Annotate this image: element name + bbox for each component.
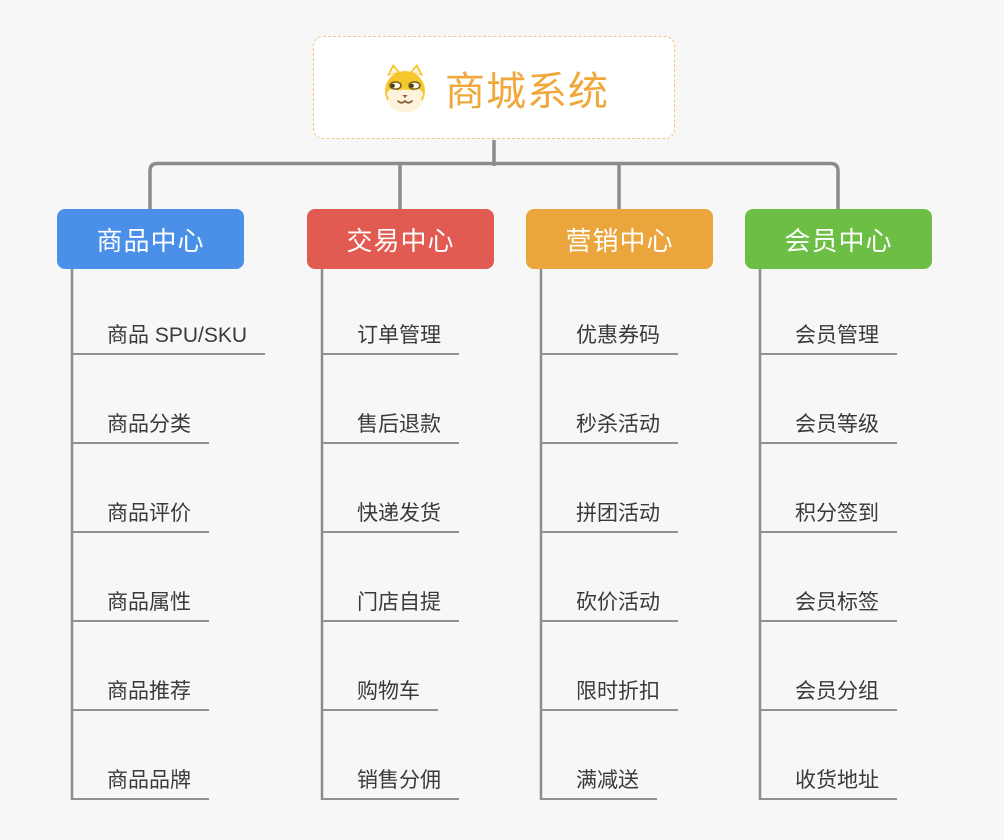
child-node[interactable]: 商品评价	[72, 497, 209, 533]
child-node[interactable]: 砍价活动	[541, 586, 678, 622]
branch-member-center[interactable]: 会员中心	[745, 209, 932, 269]
child-node[interactable]: 售后退款	[322, 408, 459, 444]
branch-marketing-center[interactable]: 营销中心	[526, 209, 713, 269]
child-node[interactable]: 会员标签	[760, 586, 897, 622]
child-node[interactable]: 门店自提	[322, 586, 459, 622]
child-node[interactable]: 商品推荐	[72, 675, 209, 711]
child-node[interactable]: 商品属性	[72, 586, 209, 622]
child-node[interactable]: 收货地址	[760, 764, 897, 800]
root-node[interactable]: 商城系统	[313, 36, 675, 139]
branch-product-center[interactable]: 商品中心	[57, 209, 244, 269]
child-node[interactable]: 商品 SPU/SKU	[72, 319, 266, 355]
child-node[interactable]: 积分签到	[760, 497, 897, 533]
shiba-dog-icon	[385, 63, 425, 112]
child-node[interactable]: 快递发货	[322, 497, 459, 533]
child-node[interactable]: 订单管理	[322, 319, 459, 355]
branch-trade-center[interactable]: 交易中心	[307, 209, 494, 269]
child-node[interactable]: 购物车	[322, 675, 438, 711]
child-node[interactable]: 会员管理	[760, 319, 897, 355]
child-node[interactable]: 拼团活动	[541, 497, 678, 533]
child-node[interactable]: 商品分类	[72, 408, 209, 444]
child-node[interactable]: 限时折扣	[541, 675, 678, 711]
child-node[interactable]: 销售分佣	[322, 764, 459, 800]
root-title: 商城系统	[445, 69, 609, 114]
child-node[interactable]: 会员分组	[760, 675, 897, 711]
child-node[interactable]: 优惠券码	[541, 319, 678, 355]
child-node[interactable]: 会员等级	[760, 408, 897, 444]
child-node[interactable]: 商品品牌	[72, 764, 209, 800]
child-node[interactable]: 秒杀活动	[541, 408, 678, 444]
child-node[interactable]: 满减送	[541, 764, 657, 800]
